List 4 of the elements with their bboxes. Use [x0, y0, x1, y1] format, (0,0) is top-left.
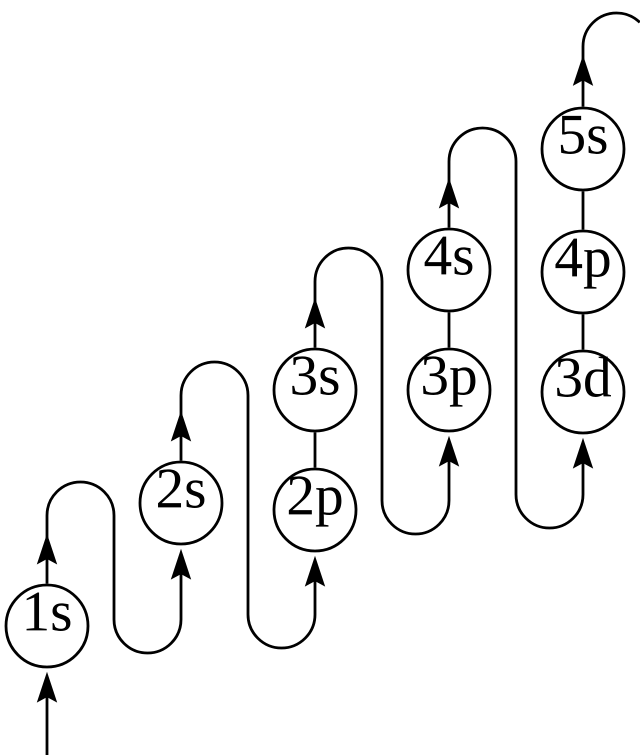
connector-line — [582, 191, 584, 230]
connector-line — [582, 314, 584, 350]
connector-line — [448, 312, 450, 348]
connector-line — [314, 432, 316, 468]
